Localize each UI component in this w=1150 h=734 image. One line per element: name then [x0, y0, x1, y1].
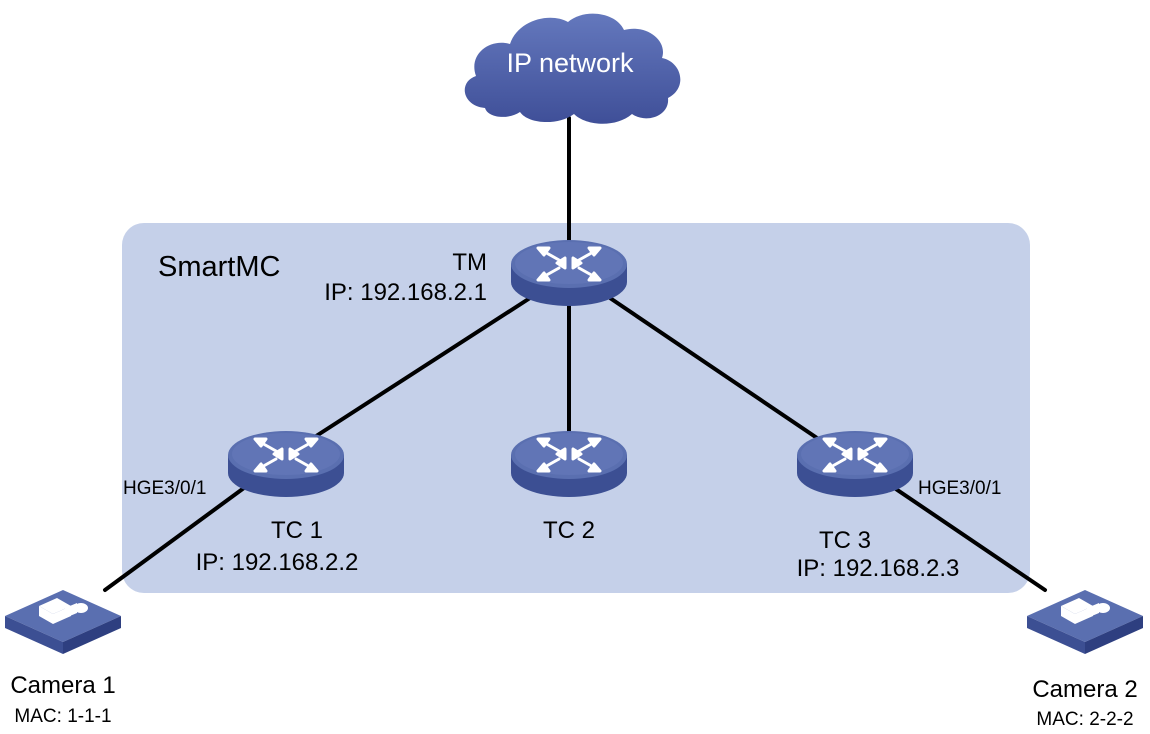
- link-tc1-camera1: [103, 483, 250, 592]
- switch-tc1: [226, 429, 346, 499]
- tm-ip: IP: 192.168.2.1: [324, 279, 487, 306]
- switch-tc2: [509, 429, 629, 499]
- camera1-mac: MAC: 1-1-1: [14, 706, 111, 727]
- tc1-name: TC 1: [271, 517, 323, 544]
- switch-tc3: [795, 429, 915, 499]
- link-tc3-camera2: [888, 483, 1047, 592]
- cloud-label: IP network: [506, 48, 634, 78]
- camera2-name: Camera 2: [1032, 676, 1137, 703]
- camera2-mac: MAC: 2-2-2: [1036, 709, 1133, 730]
- camera-icon: [5, 590, 121, 654]
- switch-icon: [795, 429, 915, 499]
- link-tm-tc3: [608, 296, 822, 442]
- tc2-name: TC 2: [543, 517, 595, 544]
- group-label: SmartMC: [158, 251, 280, 283]
- tc3-port: HGE3/0/1: [918, 478, 1001, 499]
- switch-icon: [509, 238, 629, 308]
- link-tm-tc1: [308, 296, 532, 442]
- camera-2: [1027, 590, 1143, 654]
- camera-1: [5, 590, 121, 654]
- switch-icon: [509, 429, 629, 499]
- switch-tm: [509, 238, 629, 308]
- tc1-ip: IP: 192.168.2.2: [196, 549, 359, 576]
- switch-icon: [226, 429, 346, 499]
- camera1-name: Camera 1: [10, 672, 115, 699]
- tc3-ip: IP: 192.168.2.3: [797, 555, 960, 582]
- smartmc-group-area: [122, 223, 1030, 593]
- tc1-port: HGE3/0/1: [123, 478, 206, 499]
- tm-name: TM: [452, 249, 487, 276]
- ip-network-cloud: IP network: [464, 13, 681, 124]
- tc3-name: TC 3: [819, 527, 871, 554]
- cloud-icon: [464, 13, 681, 124]
- camera-icon: [1027, 590, 1143, 654]
- links: [103, 116, 1047, 592]
